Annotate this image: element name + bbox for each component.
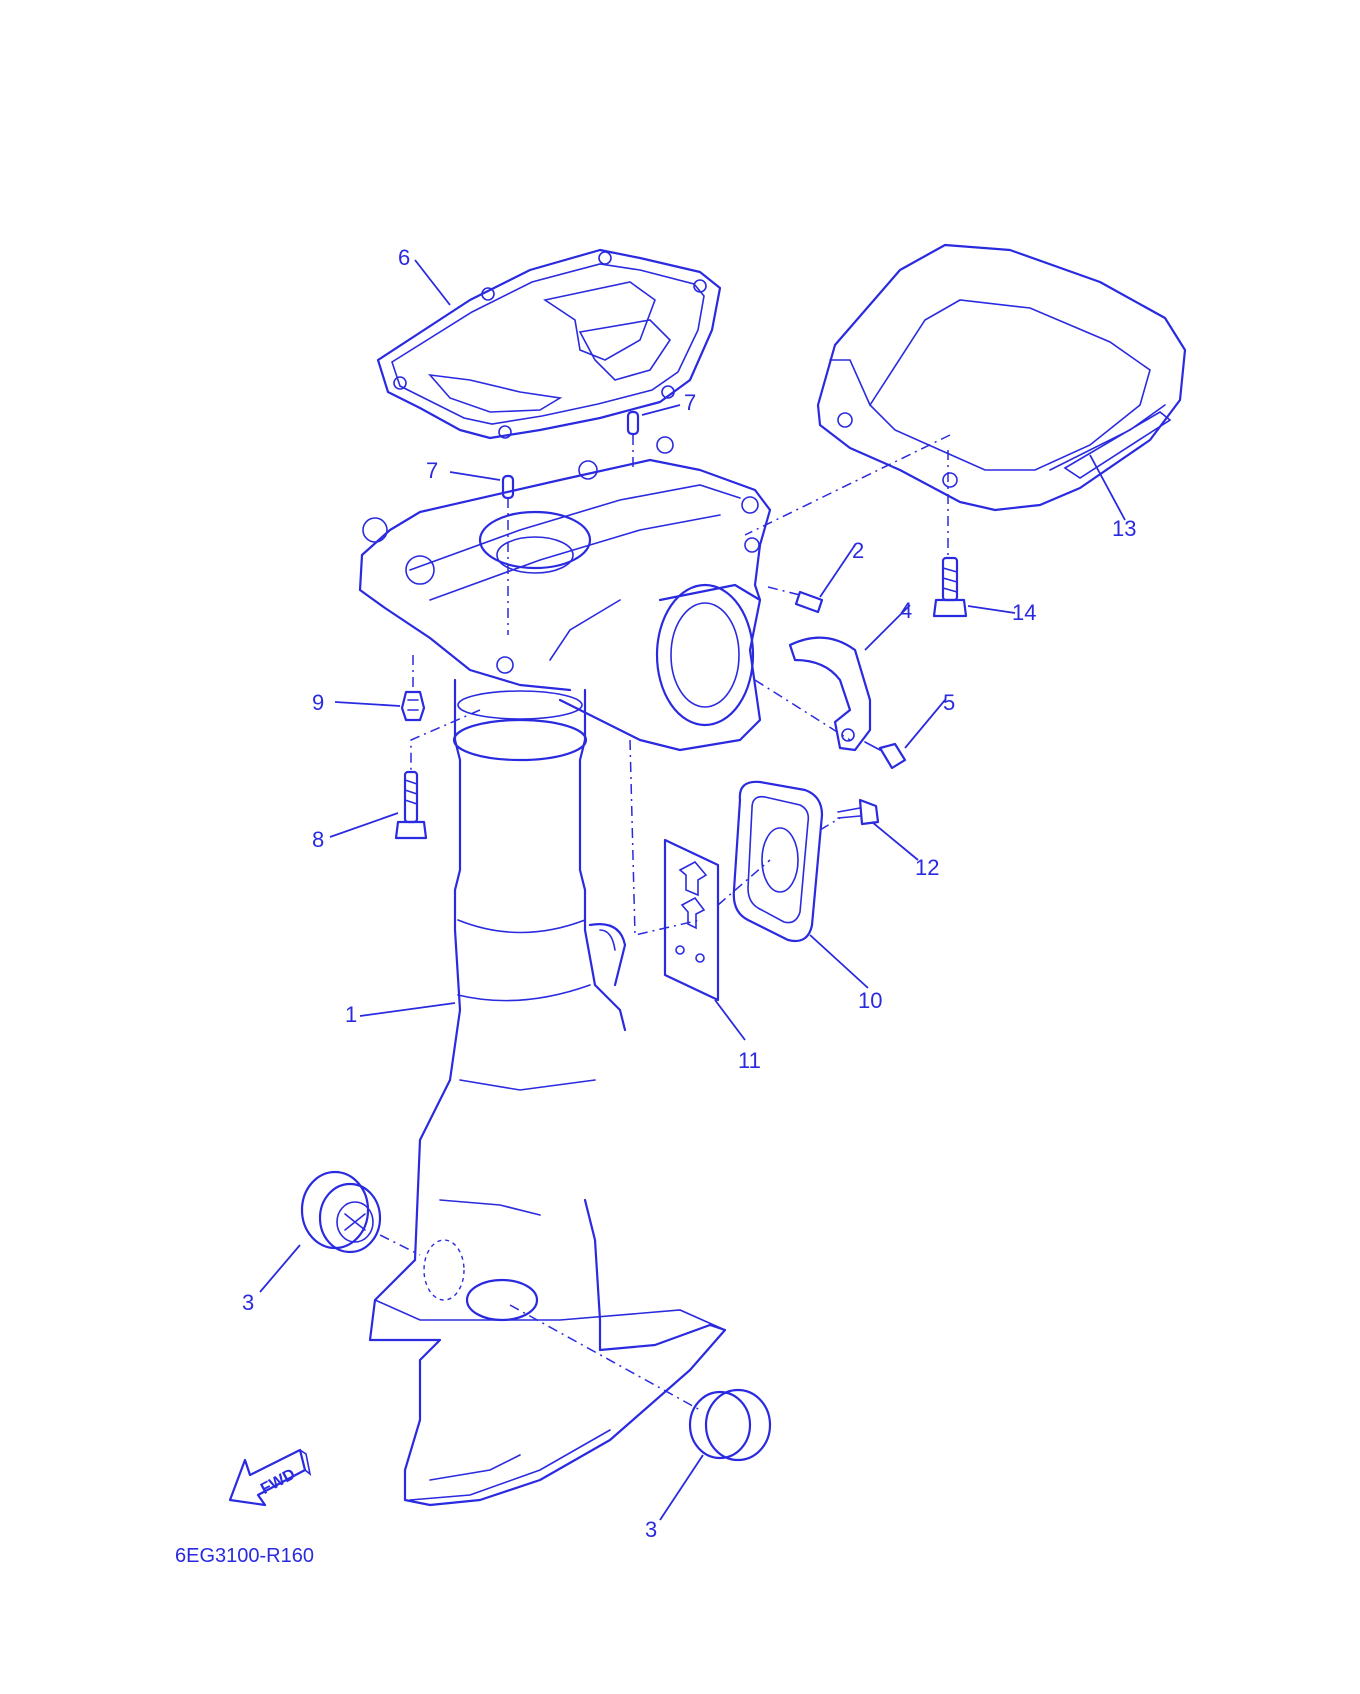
callout-11: 11: [738, 1048, 761, 1073]
part-12-screw: [837, 798, 880, 826]
diagram-code: 6EG3100-R160: [175, 1545, 314, 1567]
callout-14: 14: [1012, 600, 1036, 625]
part-3-plug-left: [300, 1170, 382, 1254]
callout-13: 13: [1112, 516, 1136, 541]
part-14-bolt: [932, 556, 968, 618]
callout-labels: 6 7 7 13 2 4 5 14 9 8 12 10 11 1 3 3: [242, 245, 1136, 1542]
part-1-upper-casing: [358, 436, 772, 1507]
part-6-gasket: [376, 248, 722, 440]
part-4-clamp: [788, 636, 872, 752]
callout-4: 4: [900, 598, 912, 623]
assembly-lines: [379, 434, 951, 1411]
callout-8: 8: [312, 827, 324, 852]
callout-6: 6: [398, 245, 410, 270]
part-3-plug-right: [688, 1388, 772, 1462]
leader-lines: [259, 259, 1126, 1521]
callout-10: 10: [858, 988, 882, 1013]
part-7-dowel-b: [501, 474, 515, 500]
callout-12: 12: [915, 855, 939, 880]
callout-2: 2: [852, 538, 864, 563]
fwd-label: FWD: [258, 1466, 298, 1498]
part-8-bolt: [394, 770, 428, 840]
callout-3-left: 3: [242, 1290, 254, 1315]
part-5-bolt: [864, 741, 907, 770]
part-9-fitting: [400, 690, 426, 722]
fwd-arrow-icon: FWD: [228, 1448, 312, 1507]
part-13-cover: [816, 243, 1187, 512]
callout-7-a: 7: [684, 390, 696, 415]
part-10-grommet: [732, 780, 824, 943]
callout-7-b: 7: [426, 458, 438, 483]
part-7-dowel-a: [626, 410, 640, 436]
callout-1: 1: [345, 1002, 357, 1027]
callout-3-right: 3: [645, 1517, 657, 1542]
callout-9: 9: [312, 690, 324, 715]
part-11-plate: [663, 838, 720, 1002]
part-2-pin: [794, 590, 824, 614]
callout-5: 5: [943, 690, 955, 715]
